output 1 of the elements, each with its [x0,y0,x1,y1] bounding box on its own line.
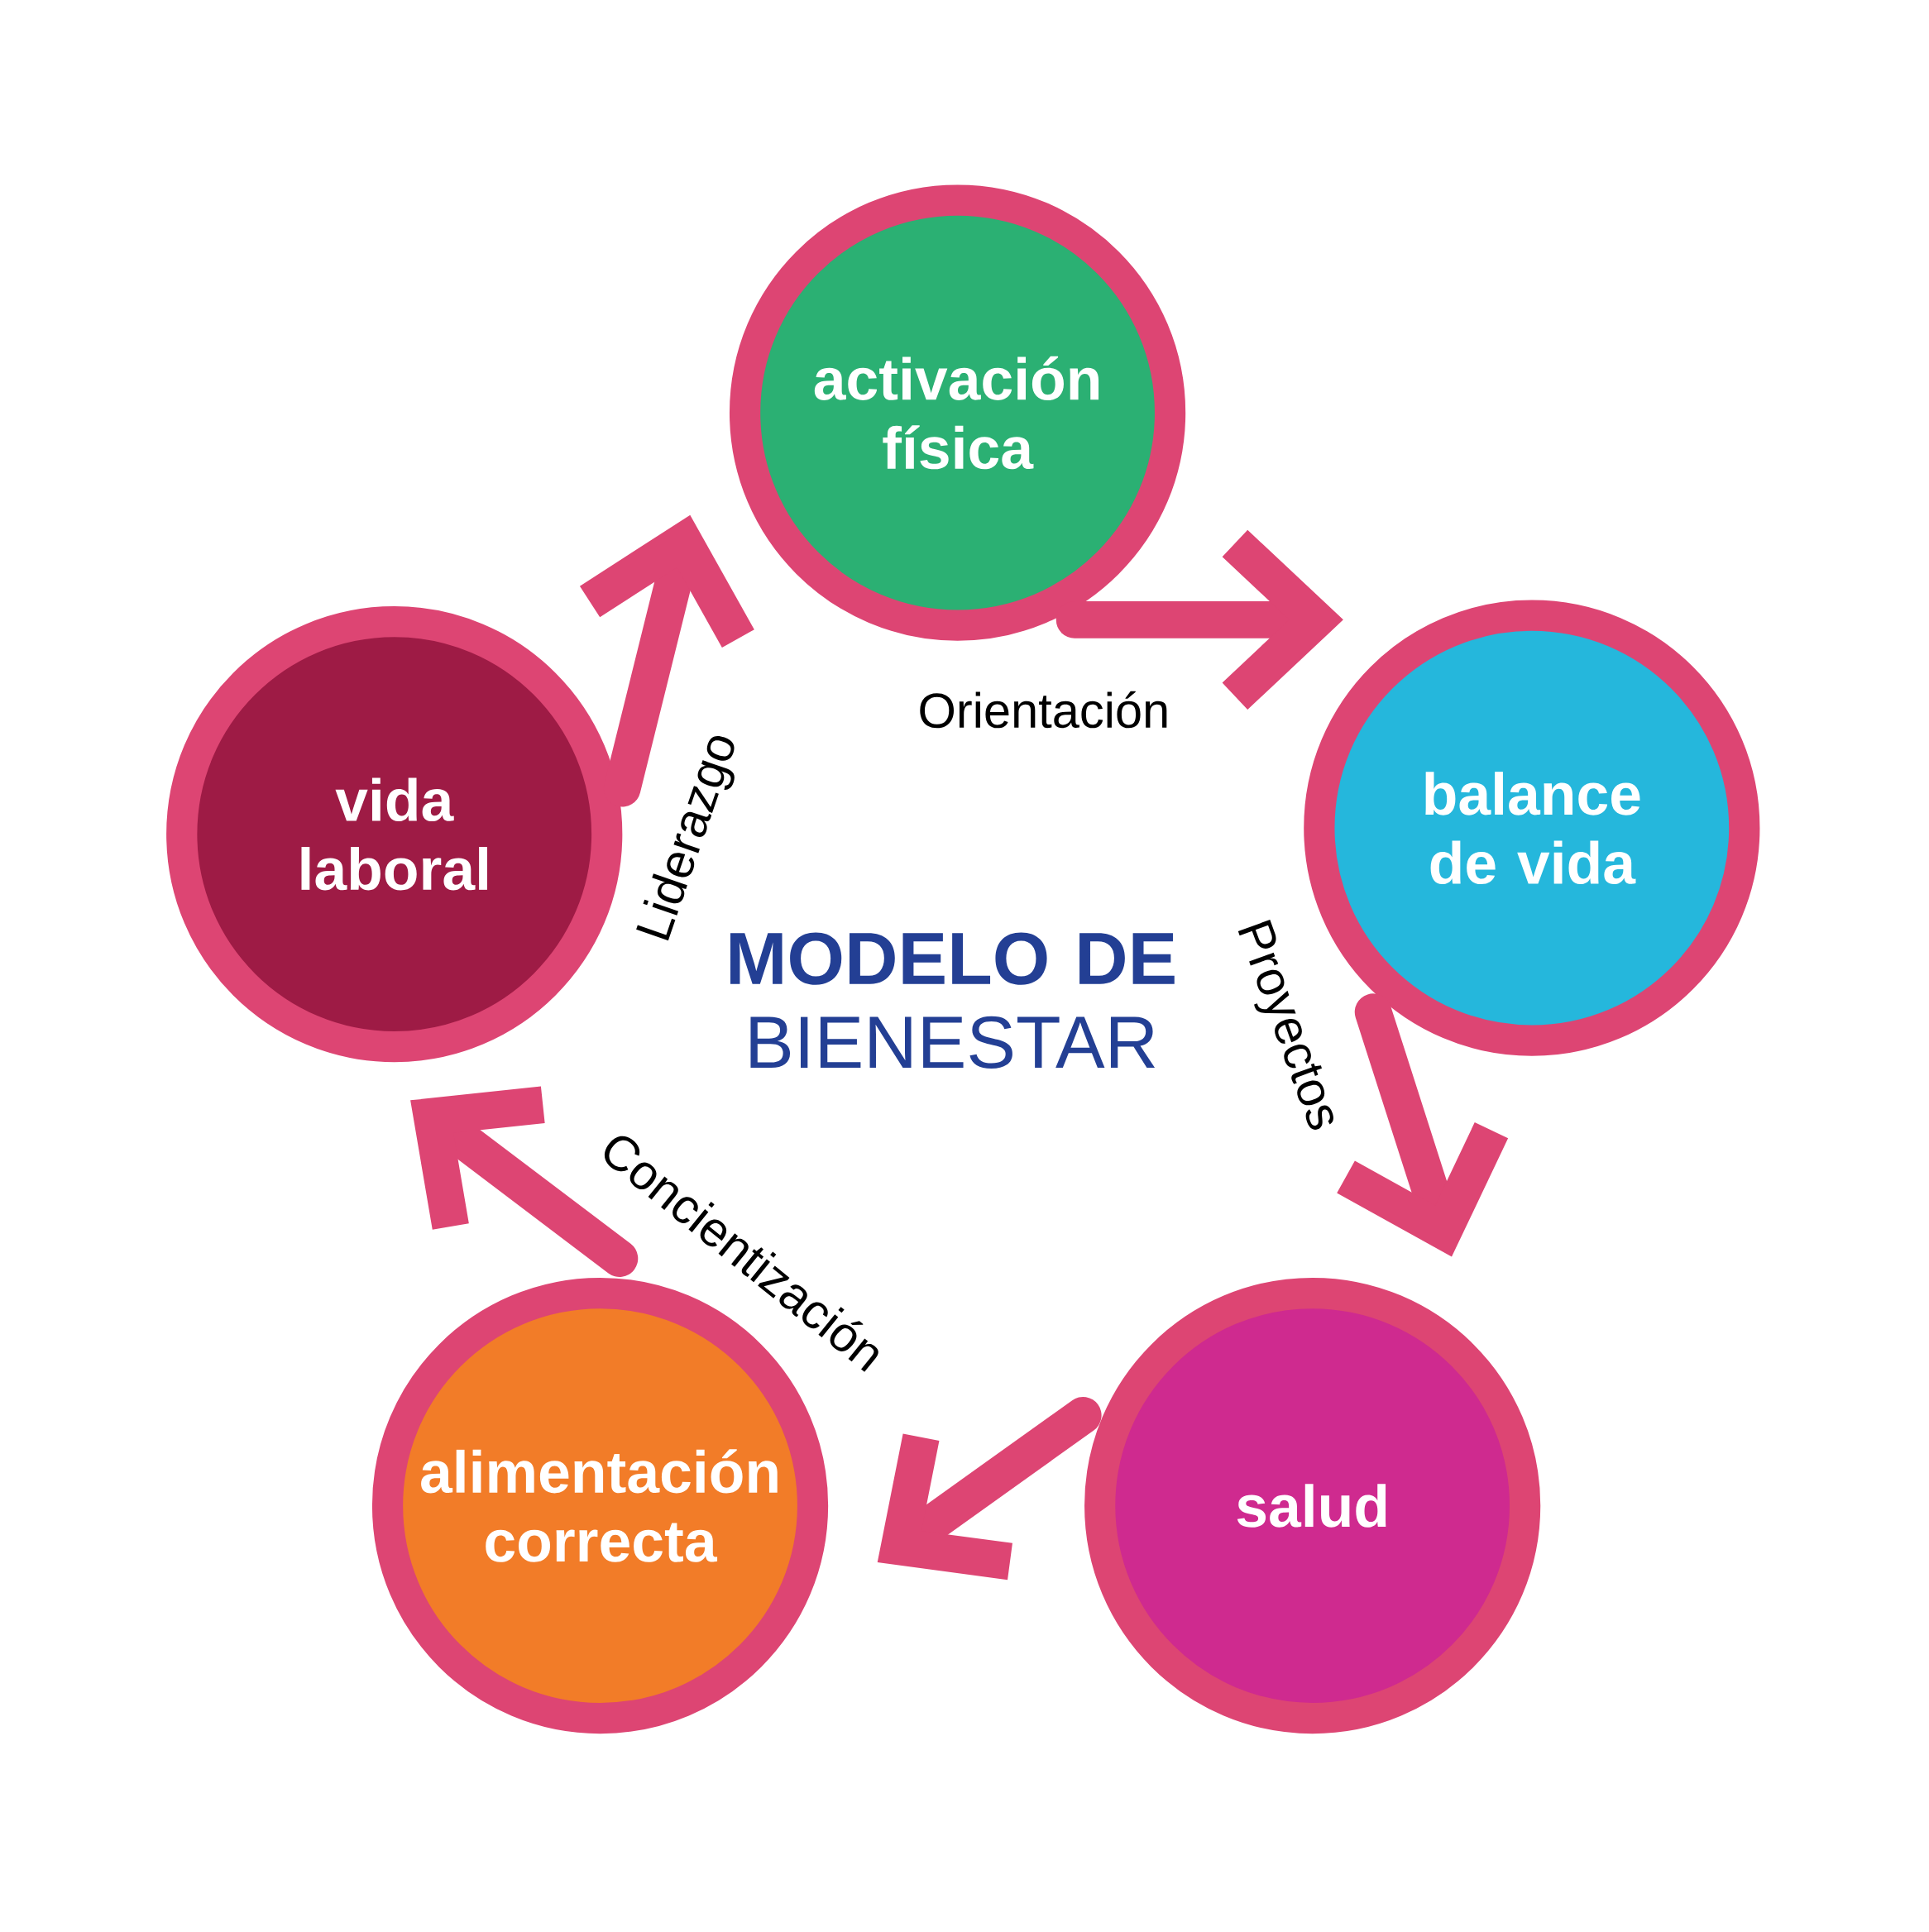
edge-label: Orientación [915,688,1173,731]
